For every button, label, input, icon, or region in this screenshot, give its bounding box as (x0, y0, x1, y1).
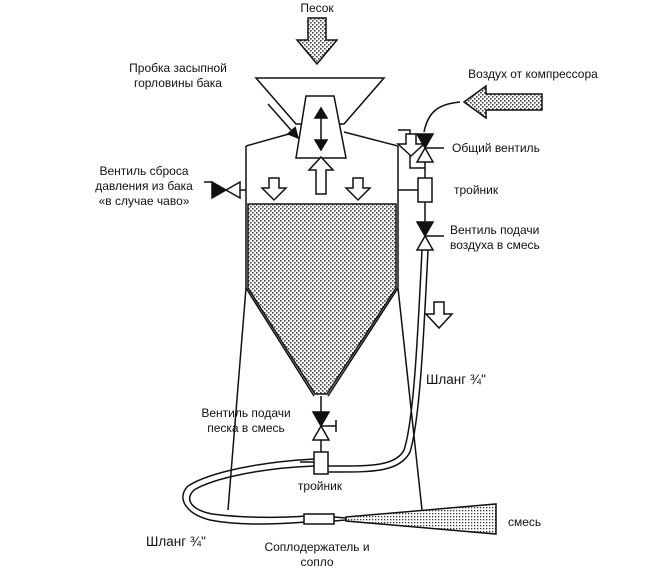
main-valve (415, 133, 444, 163)
hose-left-label: Шланг ¾" (146, 534, 206, 549)
air-hose (337, 249, 429, 473)
tee-bottom-label: тройник (298, 479, 343, 493)
tee-top-label: тройник (454, 183, 499, 197)
relief-valve-label-line1: Вентиль сброса (100, 164, 189, 178)
sand-arrow-icon (295, 17, 339, 66)
nozzle-label-line1: Соплодержатель и (264, 540, 369, 554)
mixture-spray (345, 503, 497, 535)
air-mixture-valve (415, 221, 444, 251)
sand-valve-label-line1: Вентиль подачи (201, 406, 290, 420)
sand-label: Песок (300, 1, 334, 15)
air-arrow-down-left-icon (260, 177, 288, 202)
fill-plug-leader (267, 103, 299, 140)
fill-plug-label-line1: Пробка засыпной (129, 61, 227, 75)
mixture-hose (182, 458, 315, 525)
air-inlet-pipe (423, 101, 461, 133)
main-valve-label: Общий вентиль (452, 141, 540, 155)
tee-top (398, 168, 433, 222)
fill-plug (295, 95, 347, 159)
hose-right-label: Шланг ¾" (426, 372, 486, 387)
sand-valve-label-line2: песка в смесь (207, 421, 285, 435)
compressor-air-label: Воздух от компрессора (468, 67, 598, 81)
compressor-air-arrow-icon (462, 84, 543, 120)
air-arrow-tank-icon (396, 133, 426, 158)
tank-legs (227, 287, 423, 511)
nozzle-label-line2: сопло (300, 555, 333, 569)
air-arrow-down-right-icon (344, 177, 372, 202)
tee-bottom (300, 451, 338, 475)
air-arrow-up-icon (307, 155, 335, 195)
hose-air-arrow-icon (424, 301, 454, 330)
sand-valve (311, 396, 337, 452)
sand-fill (247, 203, 397, 395)
air-valve-label-line1: Вентиль подачи (450, 223, 539, 237)
air-valve-label-line2: воздуха в смесь (450, 238, 540, 252)
relief-valve-label-line3: «в случае чаво» (99, 194, 190, 208)
relief-valve-label-line2: давления из бака (95, 179, 193, 193)
nozzle-holder (303, 513, 347, 525)
mixture-label: смесь (508, 515, 541, 529)
relief-valve (204, 180, 246, 200)
fill-plug-label-line2: горловины бака (134, 76, 222, 90)
